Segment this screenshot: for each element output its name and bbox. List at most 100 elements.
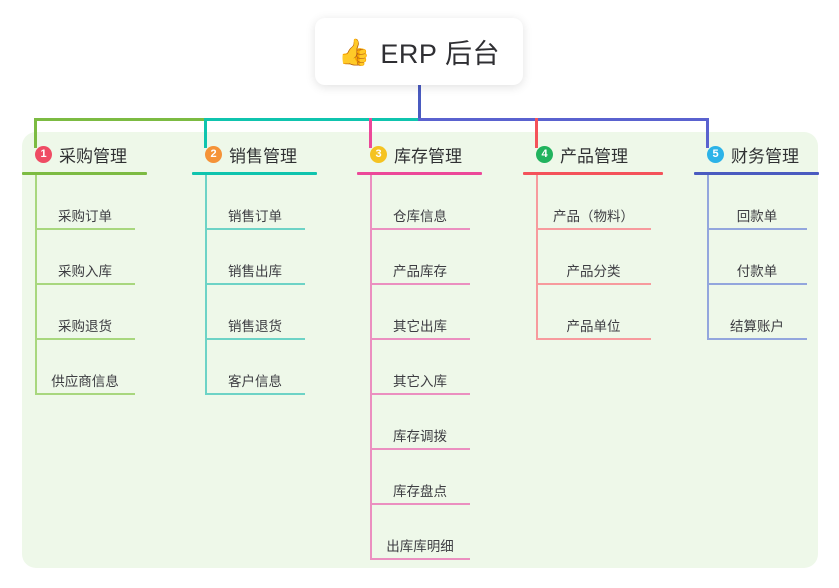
column-1: 1 采购管理采购订单采购入库采购退货供应商信息: [22, 140, 172, 395]
connector-bus-mid: [204, 118, 419, 121]
column-badge-4: 4: [536, 145, 553, 163]
list-item[interactable]: 产品分类: [536, 230, 651, 285]
column-title-2: 销售管理: [229, 146, 297, 166]
list-item-label: 产品库存: [393, 264, 447, 279]
list-item[interactable]: 库存盘点: [370, 450, 470, 505]
root-node-title: ERP 后台: [380, 39, 500, 69]
column-header-1[interactable]: 1 采购管理: [22, 140, 172, 168]
column-title-3: 库存管理: [394, 146, 462, 166]
list-item-underline: [205, 283, 305, 285]
list-item-label: 采购订单: [58, 209, 112, 224]
list-item-underline: [707, 338, 807, 340]
list-item[interactable]: 产品单位: [536, 285, 651, 340]
list-item-label: 销售订单: [228, 209, 282, 224]
column-title-5: 财务管理: [731, 146, 799, 166]
list-item[interactable]: 供应商信息: [35, 340, 135, 395]
diagram-panel: [22, 132, 818, 568]
connector-stem: [418, 85, 421, 121]
connector-drop-2: [204, 118, 207, 148]
list-item-label: 供应商信息: [51, 374, 119, 389]
list-item-label: 产品分类: [566, 264, 621, 279]
list-item-underline: [35, 228, 135, 230]
list-item[interactable]: 库存调拨: [370, 395, 470, 450]
list-item-label: 客户信息: [228, 374, 282, 389]
list-item[interactable]: 客户信息: [205, 340, 305, 395]
list-item[interactable]: 回款单: [707, 175, 807, 230]
list-item-underline: [35, 393, 135, 395]
list-item[interactable]: 销售出库: [205, 230, 305, 285]
column-spine-4: [536, 175, 538, 340]
column-5: 5 财务管理回款单付款单结算账户: [694, 140, 819, 340]
list-item-label: 产品（物料）: [553, 209, 634, 224]
column-badge-1: 1: [35, 145, 52, 163]
list-item-underline: [35, 338, 135, 340]
column-title-4: 产品管理: [560, 146, 628, 166]
list-item-underline: [370, 448, 470, 450]
list-item-label: 采购入库: [58, 264, 112, 279]
list-item-label: 结算账户: [730, 319, 784, 334]
connector-drop-4: [535, 118, 538, 148]
list-item-label: 产品单位: [566, 319, 621, 334]
list-item-label: 库存调拨: [393, 429, 447, 444]
column-underline-5: [694, 172, 819, 175]
list-item-label: 其它出库: [393, 319, 447, 334]
list-item[interactable]: 结算账户: [707, 285, 807, 340]
thumbs-up-icon: 👍: [338, 36, 371, 67]
column-spine-5: [707, 175, 709, 340]
list-item[interactable]: 其它出库: [370, 285, 470, 340]
list-item-underline: [536, 338, 651, 340]
column-header-5[interactable]: 5 财务管理: [694, 140, 819, 168]
column-items-2: 销售订单销售出库销售退货客户信息: [192, 175, 342, 395]
column-spine-1: [35, 175, 37, 395]
list-item[interactable]: 付款单: [707, 230, 807, 285]
list-item[interactable]: 仓库信息: [370, 175, 470, 230]
connector-drop-1: [34, 118, 37, 148]
list-item-label: 付款单: [736, 264, 778, 279]
connector-bus-right: [418, 118, 709, 121]
list-item[interactable]: 产品库存: [370, 230, 470, 285]
list-item[interactable]: 出库库明细: [370, 505, 470, 560]
list-item-underline: [370, 393, 470, 395]
list-item-underline: [370, 558, 470, 560]
list-item[interactable]: 采购退货: [35, 285, 135, 340]
list-item-underline: [205, 228, 305, 230]
list-item-underline: [35, 283, 135, 285]
column-badge-2: 2: [205, 145, 222, 163]
list-item[interactable]: 其它入库: [370, 340, 470, 395]
list-item[interactable]: 产品（物料）: [536, 175, 651, 230]
list-item-underline: [370, 503, 470, 505]
column-title-1: 采购管理: [59, 146, 127, 166]
list-item-underline: [536, 228, 651, 230]
list-item-label: 出库库明细: [386, 539, 454, 554]
column-spine-2: [205, 175, 207, 395]
column-4: 4 产品管理产品（物料） 产品分类产品单位: [523, 140, 683, 340]
column-items-5: 回款单付款单结算账户: [694, 175, 819, 340]
list-item-underline: [370, 338, 470, 340]
list-item-label: 采购退货: [58, 319, 112, 334]
list-item-label: 销售退货: [228, 319, 282, 334]
column-items-3: 仓库信息产品库存其它出库其它入库库存调拨库存盘点出库库明细: [357, 175, 507, 560]
column-header-4[interactable]: 4 产品管理: [523, 140, 683, 168]
list-item[interactable]: 采购订单: [35, 175, 135, 230]
list-item-label: 库存盘点: [393, 484, 447, 499]
column-badge-5: 5: [707, 145, 724, 163]
column-underline-1: [22, 172, 147, 175]
column-spine-3: [370, 175, 372, 560]
list-item-underline: [707, 283, 807, 285]
column-underline-4: [523, 172, 663, 175]
list-item[interactable]: 销售退货: [205, 285, 305, 340]
list-item-underline: [370, 228, 470, 230]
list-item[interactable]: 销售订单: [205, 175, 305, 230]
list-item-label: 回款单: [736, 209, 778, 224]
list-item-label: 销售出库: [228, 264, 282, 279]
column-items-1: 采购订单采购入库采购退货供应商信息: [22, 175, 172, 395]
column-header-2[interactable]: 2 销售管理: [192, 140, 342, 168]
column-underline-3: [357, 172, 482, 175]
root-node-erp-backend[interactable]: 👍 ERP 后台: [315, 18, 523, 85]
list-item-underline: [707, 228, 807, 230]
column-underline-2: [192, 172, 317, 175]
connector-drop-5: [706, 118, 709, 148]
list-item[interactable]: 采购入库: [35, 230, 135, 285]
